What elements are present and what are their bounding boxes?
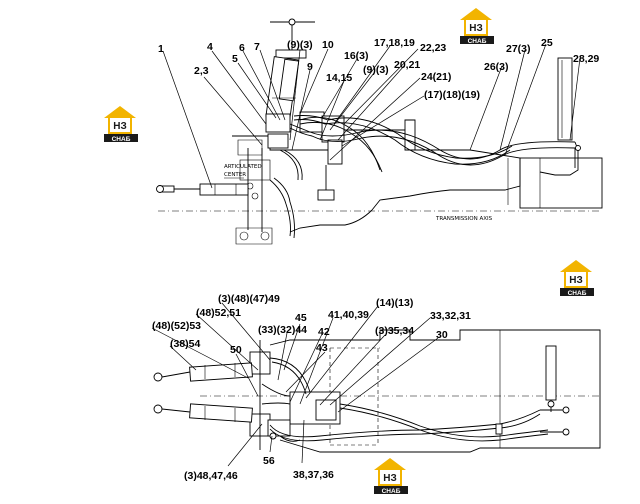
- callout: (3)(48)(47)49: [218, 293, 280, 305]
- top-callouts: 1 2,3 4 5 6 7 (9)(3) 9 10 14,15 16(3) (9…: [158, 37, 599, 101]
- callout: 42: [318, 326, 330, 338]
- callout: 50: [230, 344, 242, 356]
- logo-badge: НЗ СНАБ: [460, 8, 494, 45]
- callout: 2,3: [194, 65, 209, 77]
- callout: 28,29: [573, 53, 599, 65]
- bottom-leaders: [151, 302, 439, 467]
- note-center: CENTER: [224, 172, 246, 178]
- svg-text:СНАБ: СНАБ: [112, 136, 131, 143]
- svg-text:НЗ: НЗ: [469, 23, 483, 34]
- svg-text:НЗ: НЗ: [569, 275, 583, 286]
- callout: 1: [158, 43, 164, 55]
- callout: 7: [254, 41, 260, 53]
- callout: 17,18,19: [374, 37, 415, 49]
- callout: 56: [263, 455, 275, 467]
- callout: 22,23: [420, 42, 446, 54]
- svg-text:СНАБ: СНАБ: [468, 38, 487, 45]
- callout: (14)(13): [376, 297, 413, 309]
- callout: 24(21): [421, 71, 451, 83]
- callout: 30: [436, 329, 448, 341]
- callout: 25: [541, 37, 553, 49]
- bottom-callouts: (3)(48)(47)49 (48)52,51 (48)(52)53 (38)5…: [152, 293, 471, 482]
- callout: 6: [239, 42, 245, 54]
- callout: (17)(18)(19): [424, 89, 480, 101]
- callout: 16(3): [344, 50, 369, 62]
- svg-text:СНАБ: СНАБ: [568, 290, 587, 297]
- note-articulated: ARTICULATED: [224, 164, 262, 170]
- callout: 5: [232, 53, 238, 65]
- callout: 26(3): [484, 61, 509, 73]
- logo-badge: НЗ СНАБ: [560, 260, 594, 297]
- callout: 27(3): [506, 43, 531, 55]
- svg-text:НЗ: НЗ: [113, 121, 127, 132]
- callout: 43: [316, 342, 328, 354]
- note-transmission-axis: TRANSMISSION AXIS: [435, 216, 493, 222]
- callout: 45: [295, 312, 307, 324]
- svg-text:НЗ: НЗ: [383, 473, 397, 484]
- callout: 4: [207, 41, 213, 53]
- callout: (38)54: [170, 338, 201, 350]
- bottom-view: [153, 329, 601, 453]
- callout: 33,32,31: [430, 310, 471, 322]
- callout: 9: [307, 61, 313, 73]
- callout: 41,40,39: [328, 309, 369, 321]
- top-view: ARTICULATED CENTER TRANSMISSION AXIS: [156, 18, 603, 245]
- top-leaders: [162, 43, 581, 189]
- callout: (3)48,47,46: [184, 470, 238, 482]
- callout: 14,15: [326, 72, 352, 84]
- logo-badge: НЗ СНАБ: [104, 106, 138, 143]
- callout: (3)35,34: [375, 325, 414, 337]
- callout: (48)52,51: [196, 307, 241, 319]
- callout: (9)(3): [363, 64, 389, 76]
- logo-badge: НЗ СНАБ: [374, 458, 408, 495]
- callout: 38,37,36: [293, 469, 334, 481]
- callout: (33)(32)44: [258, 324, 307, 336]
- callout: 20,21: [394, 59, 420, 71]
- callout: 10: [322, 39, 334, 51]
- svg-text:СНАБ: СНАБ: [382, 488, 401, 495]
- callout: (9)(3): [287, 39, 313, 51]
- callout: (48)(52)53: [152, 320, 201, 332]
